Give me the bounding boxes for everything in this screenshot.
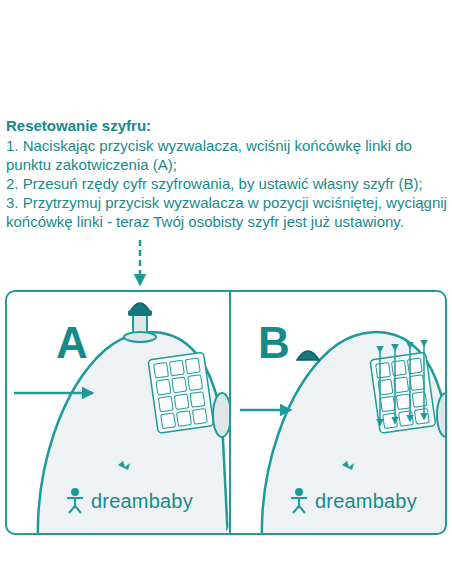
keypad-key: [188, 375, 203, 391]
brand-name: dreambaby: [315, 491, 417, 511]
keypad-key: [414, 408, 429, 424]
keypad-key: [172, 377, 187, 393]
keypad-key: [156, 379, 171, 395]
keypad-key: [154, 362, 169, 378]
pointer-arrow: [240, 409, 290, 412]
step-text: 2. Przesuń rzędy cyfr szyfrowania, by us…: [6, 174, 448, 193]
keypad-key: [185, 358, 200, 374]
pointer-arrow: [14, 392, 92, 395]
keypad-key: [190, 392, 205, 408]
panel-letter: A: [56, 321, 88, 365]
keypad-key: [380, 396, 395, 412]
keypad-key: [394, 377, 409, 393]
keypad-key: [396, 394, 411, 410]
panel: Bdreambaby: [230, 291, 446, 534]
keypad-key: [376, 362, 391, 378]
panel-letter: B: [258, 321, 290, 365]
push-arrow: [139, 240, 142, 284]
keypad-key: [158, 396, 173, 412]
keypad-key: [169, 360, 184, 376]
keypad-key: [391, 360, 406, 376]
slide-arrows: [380, 346, 424, 425]
instructions: Resetowanie szyfru:1. Naciskając przycis…: [6, 116, 448, 231]
device-a: [38, 303, 229, 534]
keypad-key: [161, 413, 176, 429]
keypad-key: [399, 411, 414, 427]
keypad-key: [174, 394, 189, 410]
keypad-key: [192, 408, 207, 424]
brand-name: dreambaby: [91, 491, 193, 511]
title: Resetowanie szyfru:: [6, 116, 448, 136]
panel-divider: [229, 291, 231, 534]
panel: Adreambaby: [6, 291, 230, 534]
panel-frame: [6, 291, 446, 534]
step-text: 3. Przytrzymuj przycisk wyzwalacza w poz…: [6, 193, 448, 231]
keypad-key: [410, 375, 425, 391]
step-text: 1. Naciskając przycisk wyzwalacza, wciśn…: [6, 136, 448, 174]
keypad-key: [177, 411, 192, 427]
